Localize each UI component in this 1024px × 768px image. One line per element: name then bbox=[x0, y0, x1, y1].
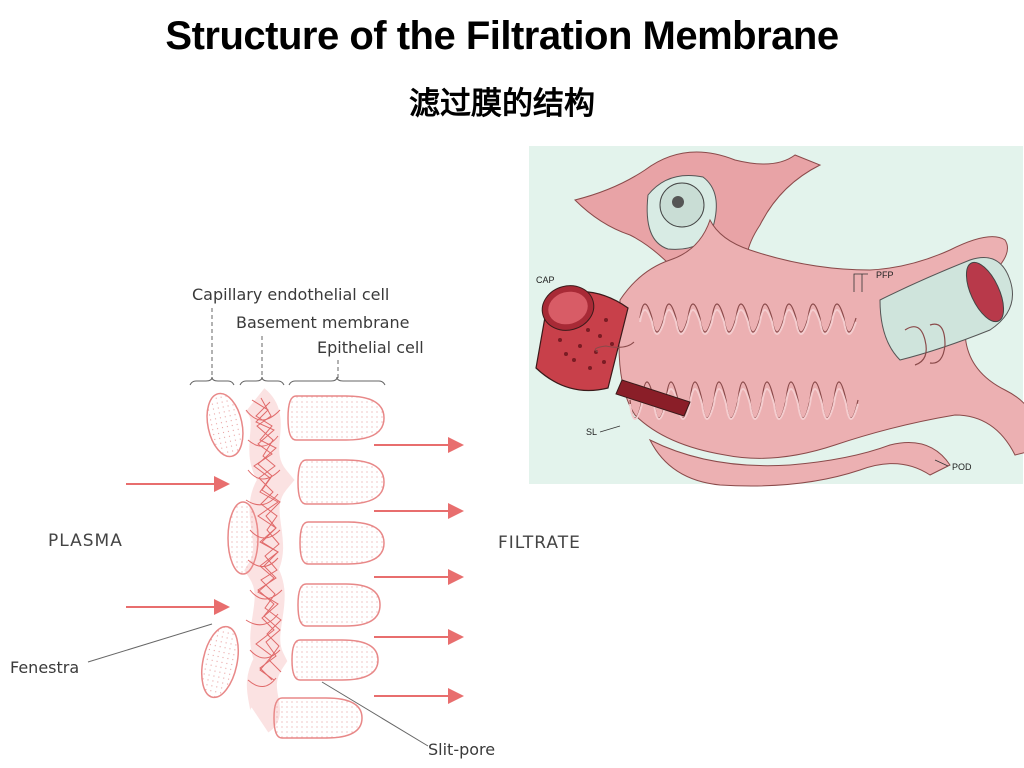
label-fenestra: Fenestra bbox=[10, 658, 79, 677]
label-sl: SL bbox=[586, 427, 597, 437]
flow-arrows bbox=[126, 437, 464, 704]
label-epithelial-cell: Epithelial cell bbox=[317, 338, 424, 357]
label-pod: POD bbox=[952, 462, 972, 472]
nucleolus bbox=[672, 196, 684, 208]
endothelial-cells bbox=[201, 392, 259, 699]
podocyte-illustration: CAP PFP SL POD bbox=[529, 146, 1024, 487]
page-title: Structure of the Filtration Membrane bbox=[165, 14, 839, 58]
illustration-pointers bbox=[599, 273, 949, 467]
slit-pore-pointer bbox=[321, 681, 429, 747]
label-pfp: PFP bbox=[876, 270, 894, 280]
fenestra-pointer bbox=[87, 623, 213, 663]
epithelial-foot-processes bbox=[273, 395, 385, 739]
capillary-cylinder bbox=[535, 285, 629, 392]
label-slit-pore: Slit-pore bbox=[428, 740, 495, 759]
filtration-schematic: Capillary endothelial cell Basement memb… bbox=[10, 285, 581, 759]
basement-membrane bbox=[244, 388, 295, 733]
label-capillary-endothelial-cell: Capillary endothelial cell bbox=[192, 285, 389, 304]
page-subtitle: 滤过膜的结构 bbox=[409, 86, 595, 122]
slit-diaphragm-bar bbox=[615, 379, 691, 417]
label-plasma: PLASMA bbox=[48, 531, 123, 551]
lower-process bbox=[648, 438, 951, 487]
label-basement-membrane: Basement membrane bbox=[236, 313, 409, 332]
label-cap: CAP bbox=[536, 275, 555, 285]
label-leader-lines bbox=[189, 308, 386, 386]
label-filtrate: FILTRATE bbox=[498, 533, 581, 553]
